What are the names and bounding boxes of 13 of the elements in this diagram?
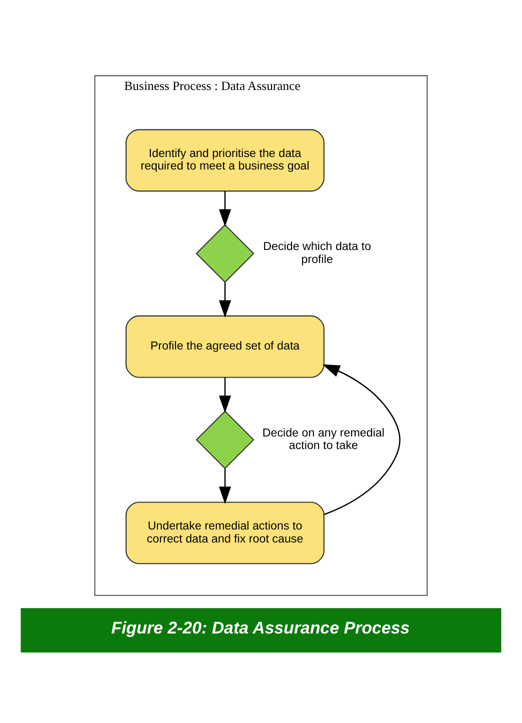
node-box: Identify and prioritise the data required to meet a business goal (126, 128, 324, 192)
arrow (218, 190, 232, 226)
node-label: Decide on any remedial action to take (262, 426, 385, 452)
node-diamond (196, 410, 254, 469)
arrow (218, 282, 232, 318)
caption: Figure 2-20: Data Assurance Process (111, 618, 410, 637)
node-box: Undertake remedial actions to correct data and fix root cause (126, 501, 324, 564)
arrow (322, 364, 400, 515)
arrow (218, 468, 232, 504)
node-box: Profile the agreed set of data (126, 314, 324, 378)
arrow (218, 377, 232, 412)
node-diamond (196, 224, 254, 282)
node-label: Decide which data to profile (263, 240, 372, 266)
